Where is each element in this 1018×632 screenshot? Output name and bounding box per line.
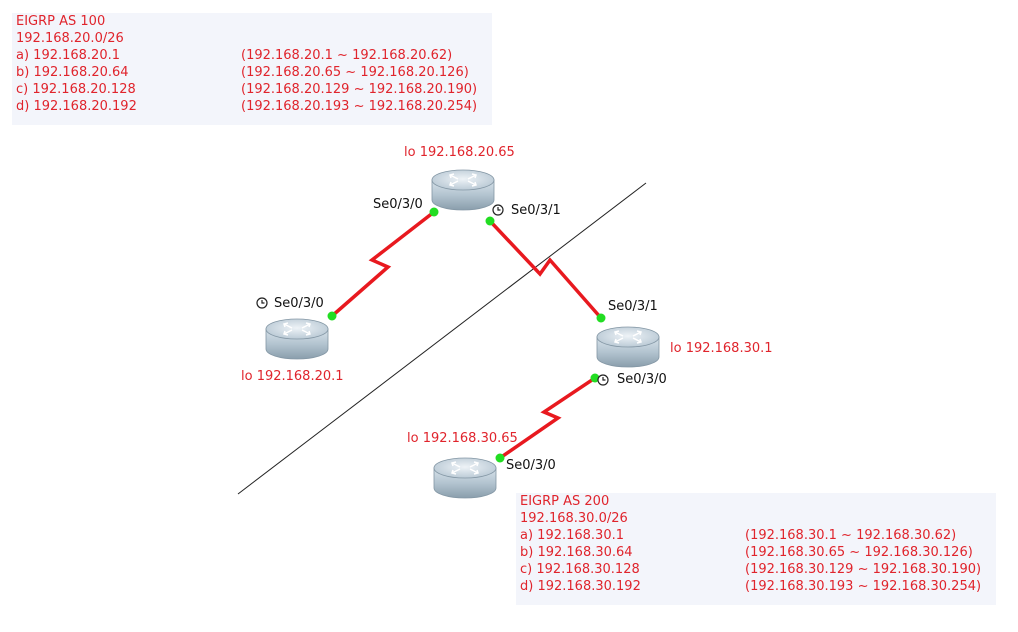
subnet-range: (192.168.20.129 ~ 192.168.20.190)	[241, 82, 478, 97]
subnet-label: a) 192.168.20.1	[16, 48, 121, 63]
router-right[interactable]	[596, 326, 660, 368]
interface-label: Se0/3/0	[373, 197, 423, 212]
port-status-light	[590, 373, 600, 383]
interface-label: Se0/3/0	[506, 458, 556, 473]
router-left[interactable]	[265, 318, 329, 360]
dce-clock-icon	[492, 204, 504, 216]
subnet-range: (192.168.30.1 ~ 192.168.30.62)	[745, 528, 957, 543]
subnet-range: (192.168.20.65 ~ 192.168.20.126)	[241, 65, 469, 80]
subnet-label: c) 192.168.30.128	[520, 562, 640, 577]
subnet-label: b) 192.168.30.64	[520, 545, 633, 560]
interface-label: Se0/3/1	[608, 299, 658, 314]
loopback-label-left: lo 192.168.20.1	[241, 369, 344, 384]
serial-link-right-bottom[interactable]	[499, 376, 596, 460]
port-status-light	[429, 207, 439, 217]
loopback-label-top: lo 192.168.20.65	[404, 145, 515, 160]
subnet-range: (192.168.20.193 ~ 192.168.20.254)	[241, 99, 478, 114]
zone-divider-line	[237, 182, 647, 495]
router-top[interactable]	[431, 169, 495, 211]
eigrp-as100-note: EIGRP AS 100 192.168.20.0/26 a) 192.168.…	[12, 13, 492, 125]
subnet-range: (192.168.30.129 ~ 192.168.30.190)	[745, 562, 982, 577]
eigrp-as200-note: EIGRP AS 200 192.168.30.0/26 a) 192.168.…	[516, 493, 996, 605]
subnet-range: (192.168.30.65 ~ 192.168.30.126)	[745, 545, 973, 560]
subnet-range: (192.168.30.193 ~ 192.168.30.254)	[745, 579, 982, 594]
note-title: EIGRP AS 200	[520, 494, 610, 509]
port-status-light	[485, 216, 495, 226]
port-status-light	[596, 313, 606, 323]
port-status-light	[495, 453, 505, 463]
subnet-range: (192.168.20.1 ~ 192.168.20.62)	[241, 48, 453, 63]
serial-link-top-left[interactable]	[330, 210, 436, 318]
subnet-label: b) 192.168.20.64	[16, 65, 129, 80]
dce-clock-icon	[597, 374, 609, 386]
serial-link-top-right[interactable]	[488, 219, 603, 320]
subnet-label: c) 192.168.20.128	[16, 82, 136, 97]
subnet-label: a) 192.168.30.1	[520, 528, 625, 543]
note-network: 192.168.20.0/26	[16, 31, 124, 46]
interface-label: Se0/3/1	[511, 203, 561, 218]
router-bottom[interactable]	[433, 457, 497, 499]
dce-clock-icon	[256, 297, 268, 309]
interface-label: Se0/3/0	[617, 372, 667, 387]
subnet-label: d) 192.168.20.192	[16, 99, 137, 114]
note-title: EIGRP AS 100	[16, 14, 106, 29]
interface-label: Se0/3/0	[274, 296, 324, 311]
port-status-light	[327, 311, 337, 321]
note-network: 192.168.30.0/26	[520, 511, 628, 526]
loopback-label-right: lo 192.168.30.1	[670, 341, 773, 356]
loopback-label-bottom: lo 192.168.30.65	[407, 431, 518, 446]
subnet-label: d) 192.168.30.192	[520, 579, 641, 594]
